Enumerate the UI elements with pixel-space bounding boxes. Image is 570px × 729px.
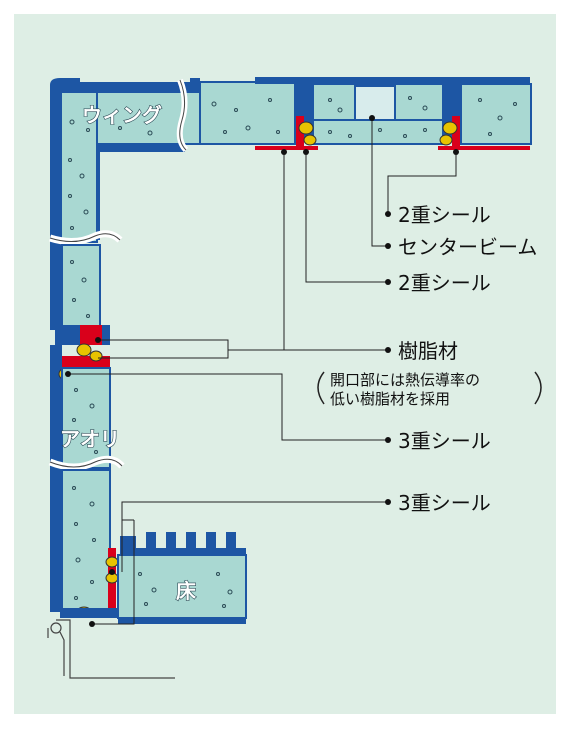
floor-panel: 床 — [117, 532, 247, 624]
floor-label: 床 — [176, 579, 197, 603]
gate-panel: アオリ — [47, 367, 175, 679]
note-close-paren — [534, 371, 542, 405]
wing-label: ウィング — [82, 103, 162, 127]
note-open-paren — [317, 371, 325, 405]
callout-double-seal-1: 2重シール — [398, 203, 491, 227]
callout-triple-seal-2: 3重シール — [398, 491, 491, 515]
callout-resin-note-line-1: 開口部には熱伝導率の — [330, 371, 480, 389]
leader-dots — [65, 115, 459, 627]
callout-resin-note-line-2: 低い樹脂材を採用 — [330, 390, 450, 408]
gate-label: アオリ — [60, 427, 120, 451]
callout-resin: 樹脂材 — [398, 339, 458, 363]
callout-triple-seal-1: 3重シール — [398, 429, 491, 453]
wing-lower-panel — [48, 230, 123, 331]
wing-panel: ウィング — [50, 78, 296, 245]
callout-center-beam: センタービーム — [398, 235, 537, 259]
callout-double-seal-2: 2重シール — [398, 271, 491, 295]
center-beam-assembly — [255, 77, 532, 150]
leader-lines — [68, 118, 457, 625]
